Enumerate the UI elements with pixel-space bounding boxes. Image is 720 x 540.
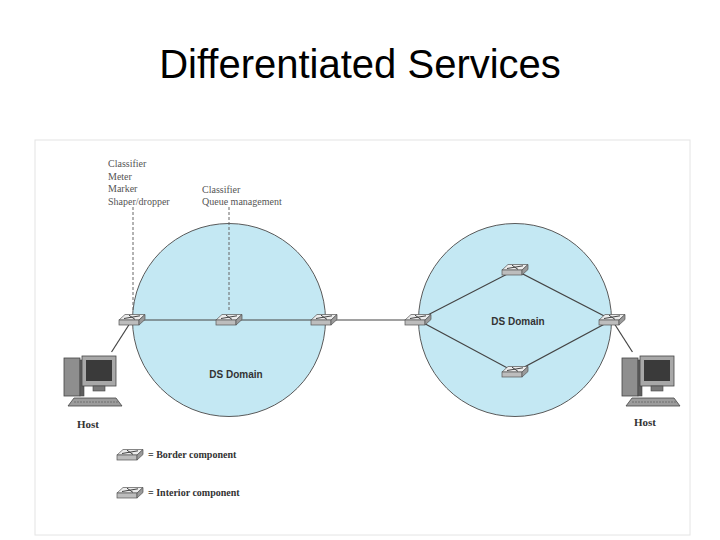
host-tower [622,358,638,396]
domain-node: DS Domain [132,223,326,417]
callout-text: Meter [108,171,132,183]
host-keyboard [68,398,122,406]
domain-circle [419,224,612,417]
network-link [612,320,632,352]
interior-router [502,265,528,276]
interior-router [216,315,242,326]
host-stand [651,386,663,391]
host-keyboard [626,398,680,406]
callout-text: Shaper/dropper [108,196,170,208]
callout-text: Classifier [202,184,240,196]
slide-title: Differentiated Services [0,40,720,88]
host-node: Host [618,352,684,410]
border-router [405,315,431,326]
host-screen [644,360,670,381]
host-computer [60,352,126,410]
border-router [599,315,625,326]
host-tower [64,358,80,396]
network-link [326,319,418,320]
leader-line [229,207,230,312]
host-keys [74,402,118,403]
callout-text: Classifier [108,158,146,170]
legend-text: = Border component [148,449,236,461]
host-computer [618,352,684,410]
legend-text: = Interior component [148,487,240,499]
legend-border-icon [117,450,143,461]
host-monitor [82,356,116,386]
border-router [311,315,337,326]
domain-link [132,319,324,320]
domain-link [418,270,612,372]
domain-node: DS Domain [418,223,612,417]
host-monitor [640,356,674,386]
domain-shape [132,223,326,417]
host-label: Host [618,416,672,428]
domain-label: DS Domain [424,316,612,328]
host-label: Host [60,418,116,430]
leader-line [133,207,134,312]
legend-interior-icon [117,488,143,499]
host-stand [93,386,105,391]
host-node: Host [60,352,126,410]
domain-circle [133,224,326,417]
domain-label: DS Domain [146,369,326,381]
host-screen [86,360,112,381]
border-router [119,315,145,326]
host-keys [632,402,676,403]
callout-text: Marker [108,183,137,195]
callout-text: Queue management [202,196,282,208]
network-link [112,320,132,352]
interior-router [502,367,528,378]
picture-frame [35,140,690,535]
